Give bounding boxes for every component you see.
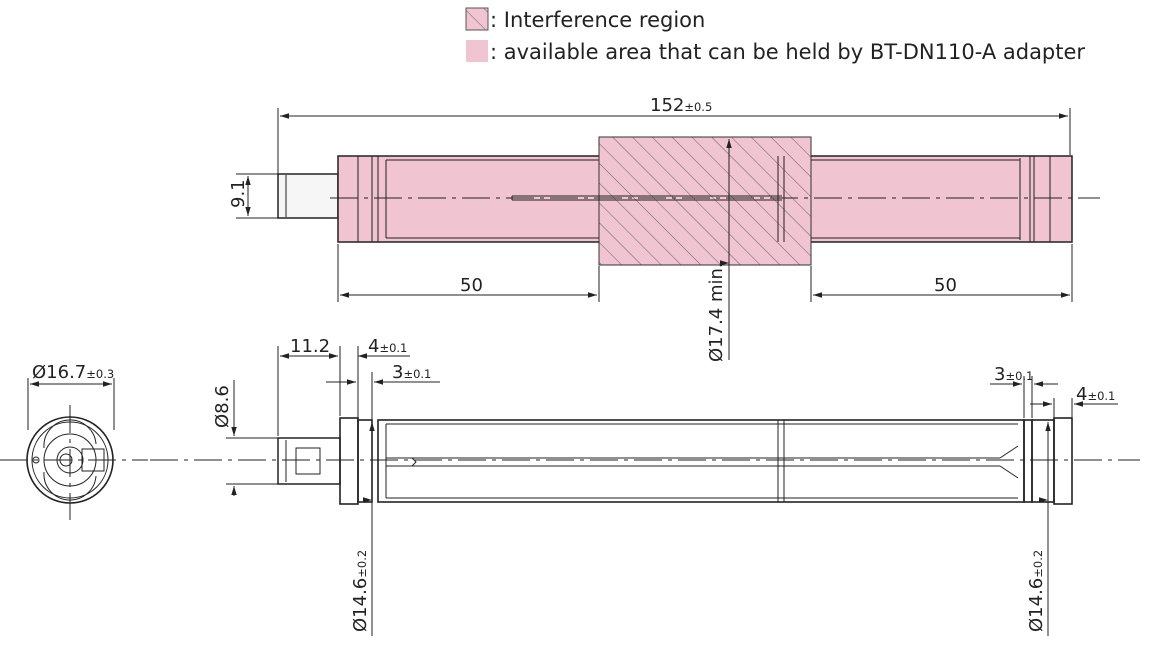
body-dia-right-dim: Ø14.6±0.2 [1026, 550, 1047, 632]
top-pin [277, 173, 339, 219]
pin-length-dim: 11.2 [290, 336, 330, 357]
legend: : Interference region : available area t… [465, 7, 1085, 64]
pin-dia-dim: Ø8.6 [212, 385, 233, 428]
overall-length-dim: 152±0.5 [650, 95, 712, 116]
side-view: 11.2 4±0.1 3±0.1 Ø8.6 3±0.1 [150, 336, 1140, 636]
interference-label: : Interference region [490, 8, 705, 32]
top-view: 152±0.5 9.1 [228, 95, 1100, 362]
groove-left-dim: 3±0.1 [392, 362, 431, 383]
flange-left-dim: 4±0.1 [368, 336, 407, 357]
left-hold-length-dim: 50 [460, 275, 483, 296]
side-pin [277, 437, 341, 485]
end-dia-dim: Ø16.7±0.3 [32, 362, 114, 383]
groove-right-dim: 3±0.1 [994, 364, 1033, 385]
interference-dia-dim: Ø17.4 min. [706, 262, 727, 362]
end-view: Ø16.7±0.3 [0, 362, 148, 520]
body-dia-left-dim: Ø14.6±0.2 [350, 550, 371, 632]
right-hold-length-dim: 50 [934, 275, 957, 296]
available-area-swatch [466, 40, 488, 62]
shaft-height-dim: 9.1 [228, 179, 249, 208]
flange-right-dim: 4±0.1 [1076, 384, 1115, 405]
available-area-label: : available area that can be held by BT-… [490, 40, 1085, 64]
